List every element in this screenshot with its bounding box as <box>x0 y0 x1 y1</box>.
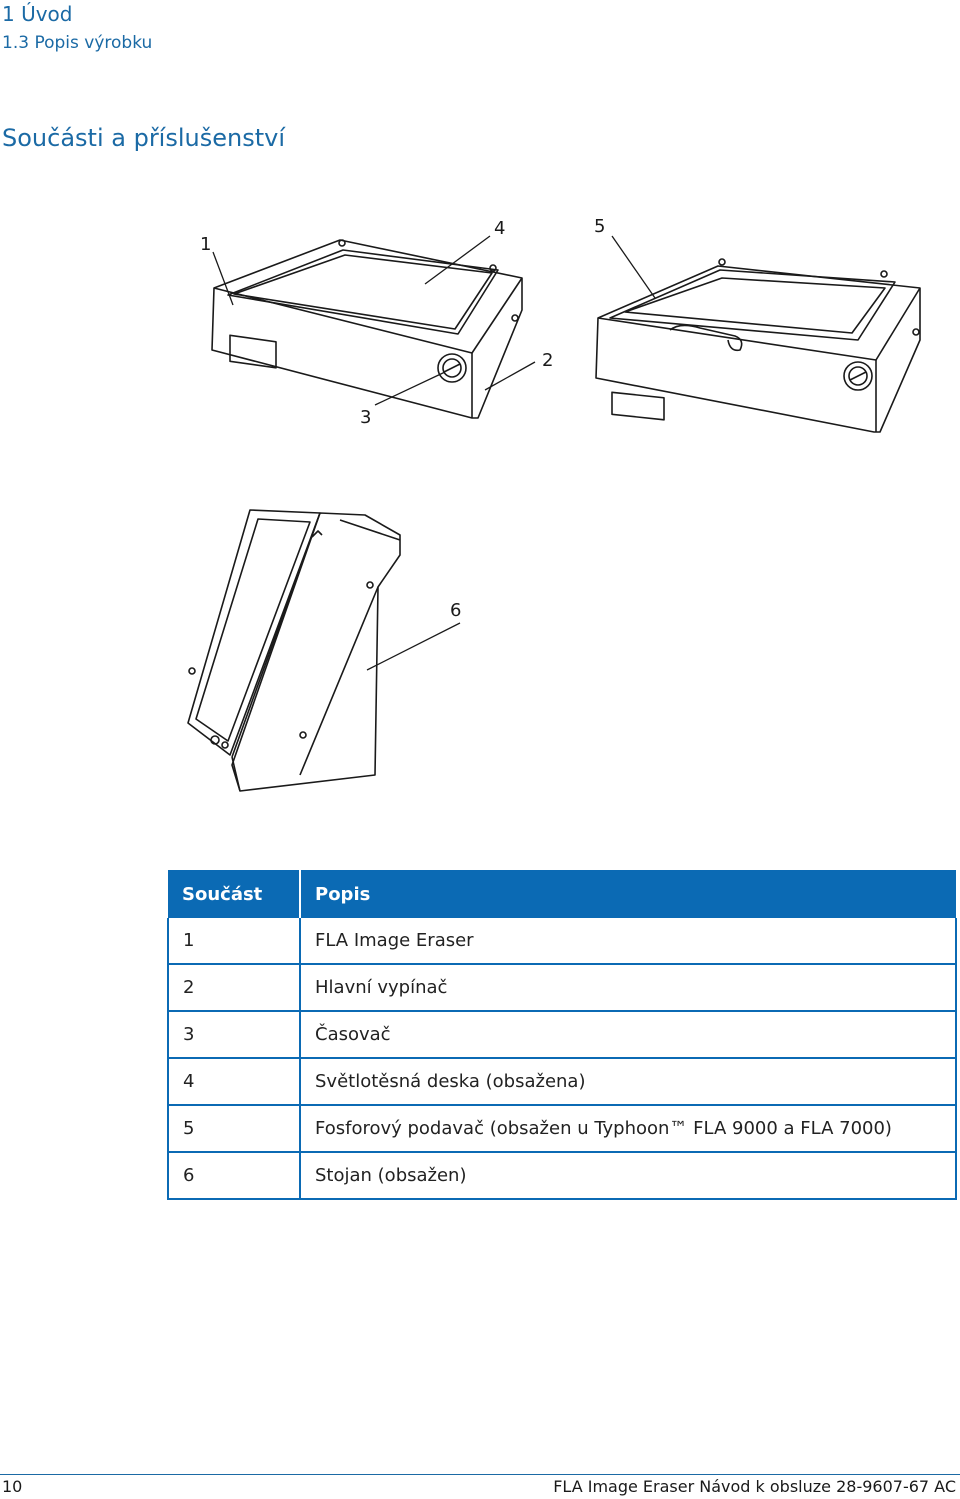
callout-1: 1 <box>200 234 211 255</box>
parts-table: Součást Popis 1 FLA Image Eraser 2 Hlavn… <box>167 870 957 1200</box>
callout-2: 2 <box>542 350 553 371</box>
page-title: Součásti a příslušenství <box>2 124 285 152</box>
part-description: Hlavní vypínač <box>300 964 957 1012</box>
chapter-heading: 1 Úvod <box>2 2 73 26</box>
table-row: 4 Světlotěsná deska (obsažena) <box>167 1058 957 1106</box>
part-number: 5 <box>167 1105 301 1153</box>
column-header-part: Součást <box>168 870 301 918</box>
part-number: 4 <box>167 1058 301 1106</box>
table-row: 3 Časovač <box>167 1011 957 1059</box>
callout-3: 3 <box>360 407 371 428</box>
stand-figure: 6 <box>187 509 461 792</box>
page-number: 10 <box>2 1477 23 1496</box>
callout-4: 4 <box>494 218 505 239</box>
callout-5: 5 <box>594 216 605 237</box>
section-heading: 1.3 Popis výrobku <box>2 33 153 53</box>
table-row: 6 Stojan (obsažen) <box>167 1152 957 1200</box>
part-description: Stojan (obsažen) <box>300 1152 957 1200</box>
part-number: 1 <box>167 918 301 965</box>
table-row: 1 FLA Image Eraser <box>167 918 957 965</box>
callout-6: 6 <box>450 600 461 621</box>
table-row: 2 Hlavní vypínač <box>167 964 957 1012</box>
eraser-units-figure: 1 4 5 2 3 <box>200 216 921 433</box>
part-number: 2 <box>167 964 301 1012</box>
part-description: Časovač <box>300 1011 957 1059</box>
part-description: Fosforový podavač (obsažen u Typhoon™ FL… <box>300 1105 957 1153</box>
part-description: FLA Image Eraser <box>300 918 957 965</box>
column-header-description: Popis <box>300 870 956 918</box>
table-row: 5 Fosforový podavač (obsažen u Typhoon™ … <box>167 1105 957 1153</box>
footer-divider <box>0 1474 960 1475</box>
table-header-row: Součást Popis <box>168 870 956 918</box>
part-description: Světlotěsná deska (obsažena) <box>300 1058 957 1106</box>
part-number: 3 <box>167 1011 301 1059</box>
document-reference: FLA Image Eraser Návod k obsluze 28-9607… <box>553 1477 956 1496</box>
part-number: 6 <box>167 1152 301 1200</box>
